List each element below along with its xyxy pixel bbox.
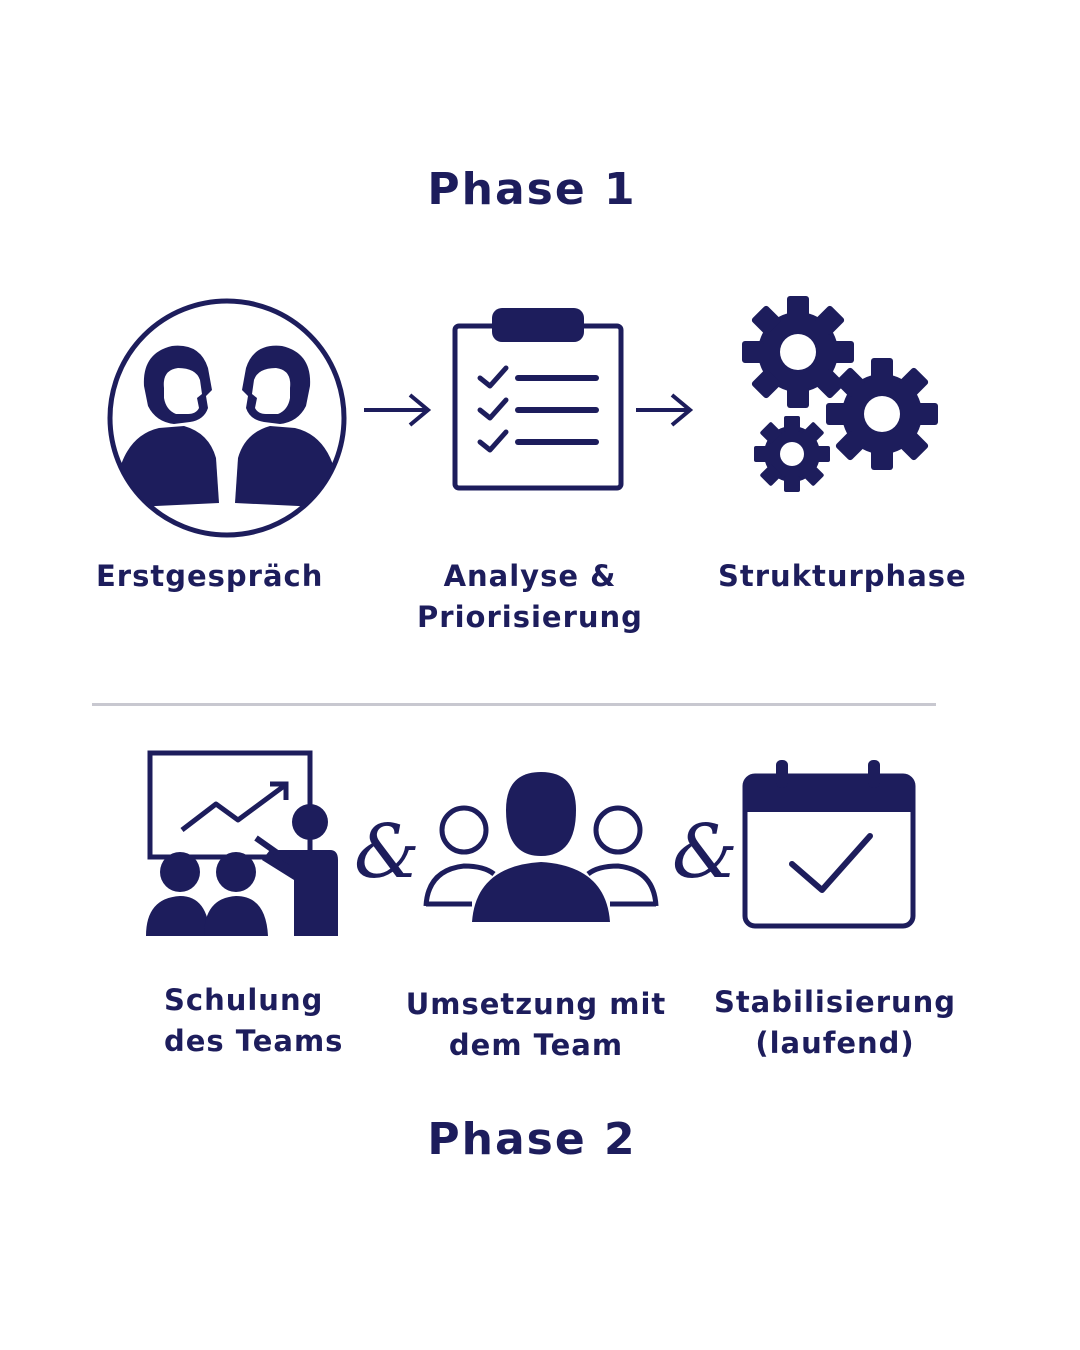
phase-1-title: Phase 1 [427,164,637,215]
phase-2-title: Phase 2 [427,1114,637,1165]
step-label-schulung: Schulung des Teams [164,980,343,1062]
step-label-umsetzung: Umsetzung mit dem Team [400,984,672,1066]
arrow-right-icon [364,393,432,427]
step-label-erstgespraech: Erstgespräch [96,559,324,593]
calendar-check-icon [742,760,916,929]
phase-divider [92,703,936,706]
step-label-stabilisierung: Stabilisierung (laufend) [708,982,962,1064]
presentation-icon [146,750,338,936]
step-label-schulung-line1: Schulung [164,983,324,1017]
step-label-schulung-line2: des Teams [164,1024,344,1058]
step-label-umsetzung-line2: dem Team [448,1028,624,1062]
step-label-stabilisierung-line1: Stabilisierung [713,985,957,1019]
step-label-umsetzung-line1: Umsetzung mit [405,987,667,1021]
conversation-icon [107,298,347,538]
step-label-analyse: Analyse & Priorisierung [392,556,668,638]
step-label-analyse-line1: Analyse & [443,559,617,593]
step-label-analyse-line2: Priorisierung [417,600,643,634]
connector-ampersand: & [354,809,420,895]
arrow-right-icon [636,393,694,427]
step-label-strukturphase: Strukturphase [718,559,967,593]
gears-icon [742,296,938,492]
team-icon [423,772,659,922]
step-label-stabilisierung-line2: (laufend) [755,1026,915,1060]
clipboard-checklist-icon [452,308,624,491]
connector-ampersand: & [672,809,738,895]
